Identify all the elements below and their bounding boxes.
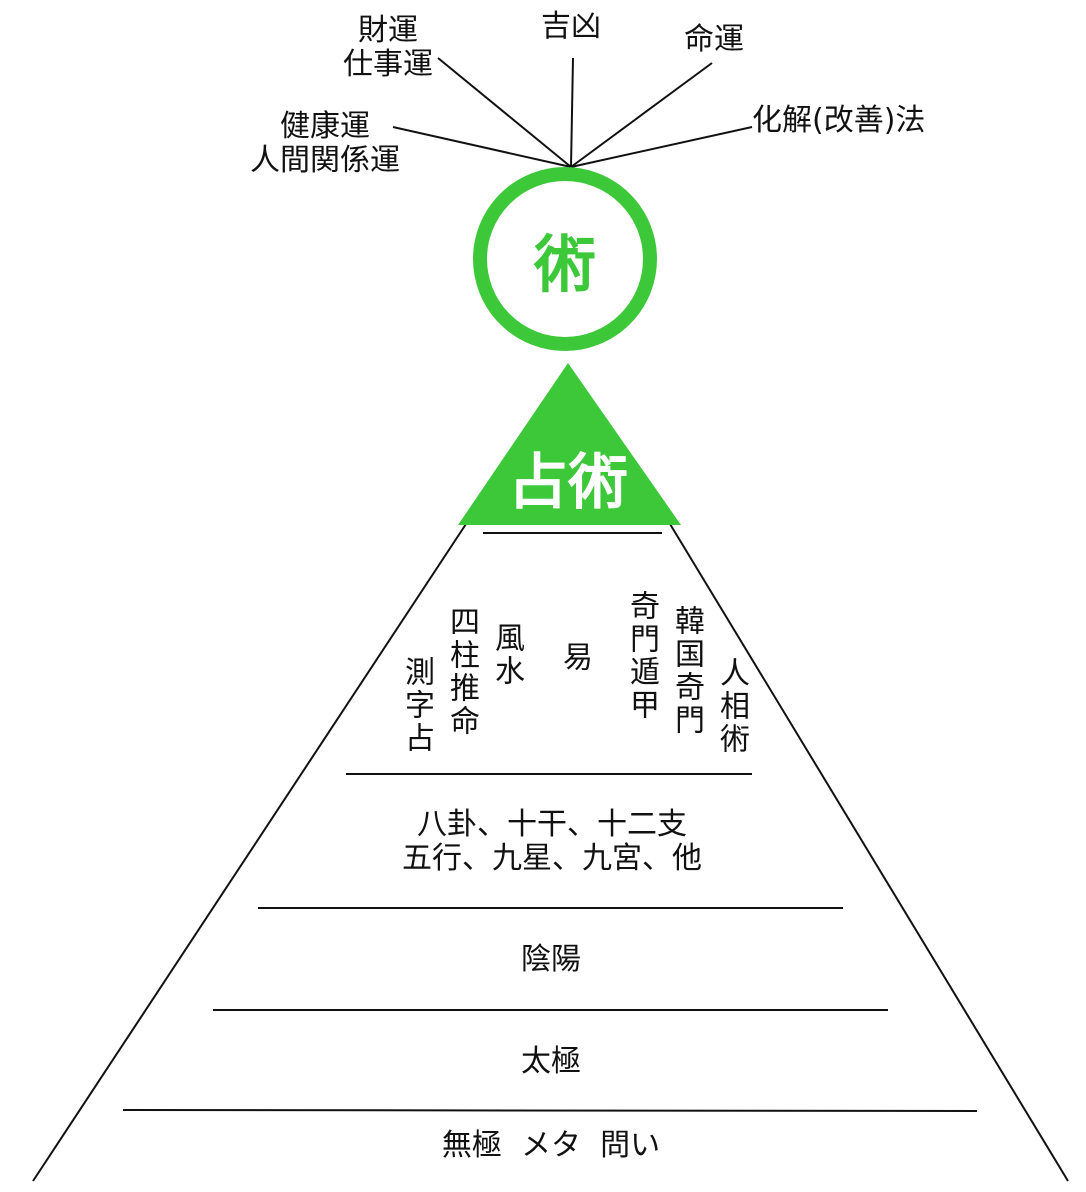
label-fortune: 吉凶 (541, 9, 601, 44)
technique-kimon-tonko: 奇門遁甲 (624, 590, 659, 722)
technique-shichusuimei: 四柱推命 (444, 606, 479, 738)
triangle-label: 占術 (508, 448, 628, 518)
label-wealth-work: 財運 仕事運 (343, 13, 433, 82)
technique-ninsojutsu: 人相術 (714, 657, 749, 756)
layer-taikyoku: 太極 (521, 1044, 581, 1079)
technique-sokujisen: 測字占 (399, 656, 434, 755)
pyramid-left-edge (32, 523, 467, 1182)
label-remedy: 化解(改善)法 (752, 103, 926, 138)
ray-wealth (437, 57, 572, 168)
layer-elements: 八卦、十干、十二支 五行、九星、九宮、他 (402, 807, 702, 876)
label-destiny: 命運 (684, 22, 744, 57)
technique-eki: 易 (557, 641, 592, 674)
layer-yinyang: 陰陽 (521, 942, 581, 977)
technique-kankoku-kimon: 韓国奇門 (669, 605, 704, 737)
pyramid-right-edge (669, 523, 1069, 1182)
ray-fortune (570, 57, 574, 168)
ray-remedy (570, 126, 753, 168)
green-triangle (458, 363, 681, 525)
layer-mukyoku: 無極 メタ 問い (441, 1128, 661, 1163)
circle-label: 術 (533, 228, 597, 301)
technique-fusui: 風水 (489, 622, 524, 688)
label-health-relations: 健康運 人間関係運 (250, 109, 400, 178)
ray-destiny (570, 62, 713, 168)
layer-divider-taikyoku (122, 1109, 978, 1112)
ray-health (392, 126, 572, 168)
